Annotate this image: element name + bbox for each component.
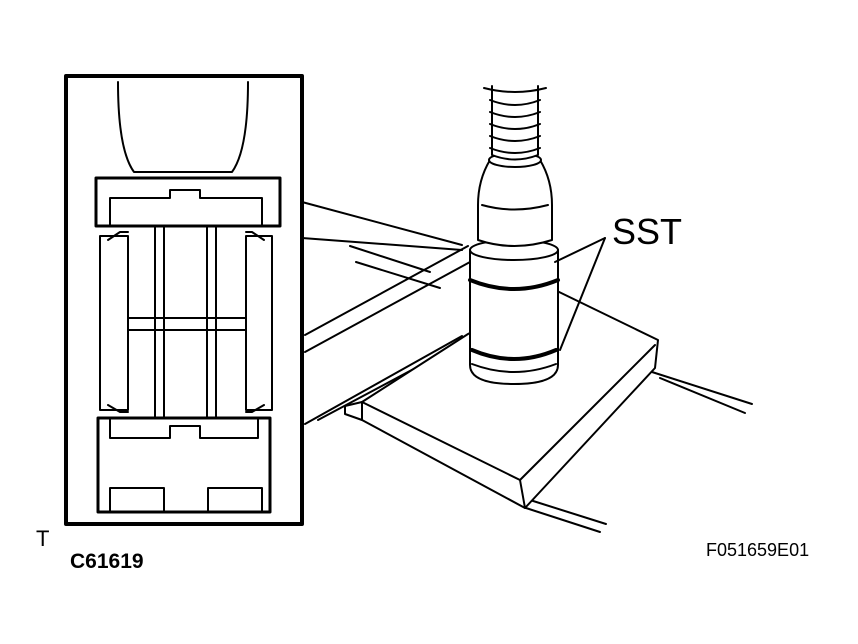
sst-leader-lines bbox=[554, 237, 606, 351]
sst-label: SST bbox=[612, 211, 683, 252]
sst-tool bbox=[468, 85, 560, 385]
corner-mark: T bbox=[36, 526, 50, 551]
figure-id: F051659E01 bbox=[706, 540, 810, 560]
detail-inset bbox=[64, 74, 304, 526]
workbench-rails bbox=[304, 245, 753, 533]
part-number: C61619 bbox=[70, 550, 144, 573]
detail-callout-lines bbox=[301, 201, 463, 251]
